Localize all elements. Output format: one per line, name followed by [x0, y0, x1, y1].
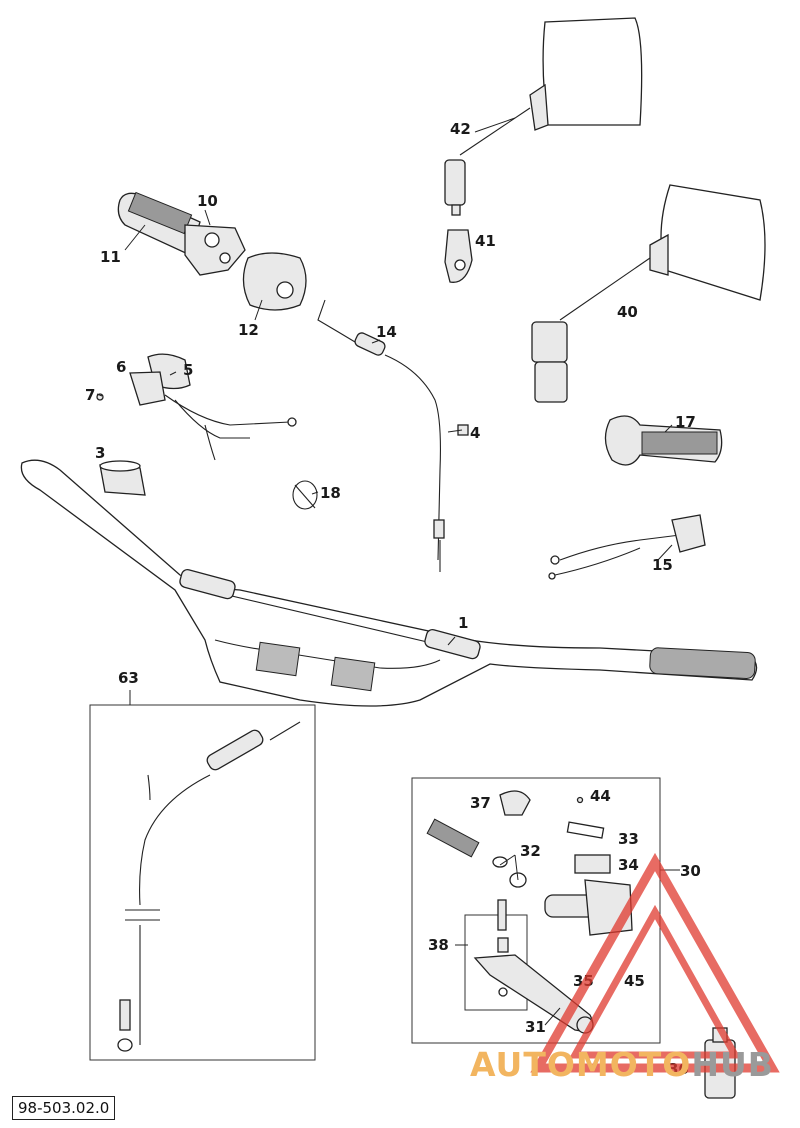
- label-4: 4: [470, 424, 480, 442]
- label-40: 40: [617, 303, 638, 321]
- label-38: 38: [428, 936, 449, 954]
- label-18: 18: [320, 484, 341, 502]
- label-3: 3: [95, 444, 105, 462]
- label-30: 30: [680, 862, 701, 880]
- hand-switch: [548, 514, 706, 580]
- label-10: 10: [197, 192, 218, 210]
- master-cylinder-frame: [411, 777, 661, 1044]
- throttle-grip: [117, 191, 246, 276]
- watermark-text: AUTOMOTOHUB: [470, 1045, 774, 1084]
- master-cylinder: [426, 790, 633, 1034]
- label-63: 63: [118, 669, 139, 687]
- mirror-clamp: [444, 229, 473, 283]
- label-12: 12: [238, 321, 259, 339]
- label-33: 33: [618, 830, 639, 848]
- label-5: 5: [183, 361, 193, 379]
- lever-parts-frame: [464, 914, 528, 1011]
- kill-switch: [96, 353, 297, 461]
- part-labels: 1 3 4 5 6 7 10 11 12 14 15 17 18 30 31 3…: [85, 120, 701, 1078]
- label-31: 31: [525, 1018, 546, 1036]
- handlebar: [20, 459, 758, 707]
- label-1: 1: [458, 614, 468, 632]
- throttle-cable: [317, 299, 445, 572]
- label-44: 44: [590, 787, 611, 805]
- label-34: 34: [618, 856, 639, 874]
- mirror-right: [531, 184, 766, 403]
- label-45: 45: [624, 972, 645, 990]
- label-41: 41: [475, 232, 496, 250]
- watermark-text-a: AUTOMOTO: [470, 1045, 692, 1084]
- label-7: 7: [85, 386, 95, 404]
- mirror-left: [444, 17, 643, 216]
- bar-pad: [99, 460, 146, 496]
- label-17: 17: [675, 413, 696, 431]
- label-14: 14: [376, 323, 397, 341]
- left-grip: [604, 415, 723, 466]
- label-11: 11: [100, 248, 121, 266]
- label-37: 37: [470, 794, 491, 812]
- label-15: 15: [652, 556, 673, 574]
- leader-lines: [96, 117, 680, 1026]
- watermark-logo: [530, 852, 780, 1073]
- label-42: 42: [450, 120, 471, 138]
- clutch-cable-frame: [89, 704, 316, 1061]
- clutch-cable: [117, 721, 301, 1052]
- document-reference: 98-503.02.0: [12, 1096, 116, 1120]
- label-6: 6: [116, 358, 126, 376]
- cable-tie: [292, 480, 318, 510]
- throttle-housing-cover: [242, 252, 307, 311]
- cable-adjuster: [457, 424, 469, 436]
- watermark-text-b: HUB: [691, 1045, 774, 1084]
- label-32: 32: [520, 842, 541, 860]
